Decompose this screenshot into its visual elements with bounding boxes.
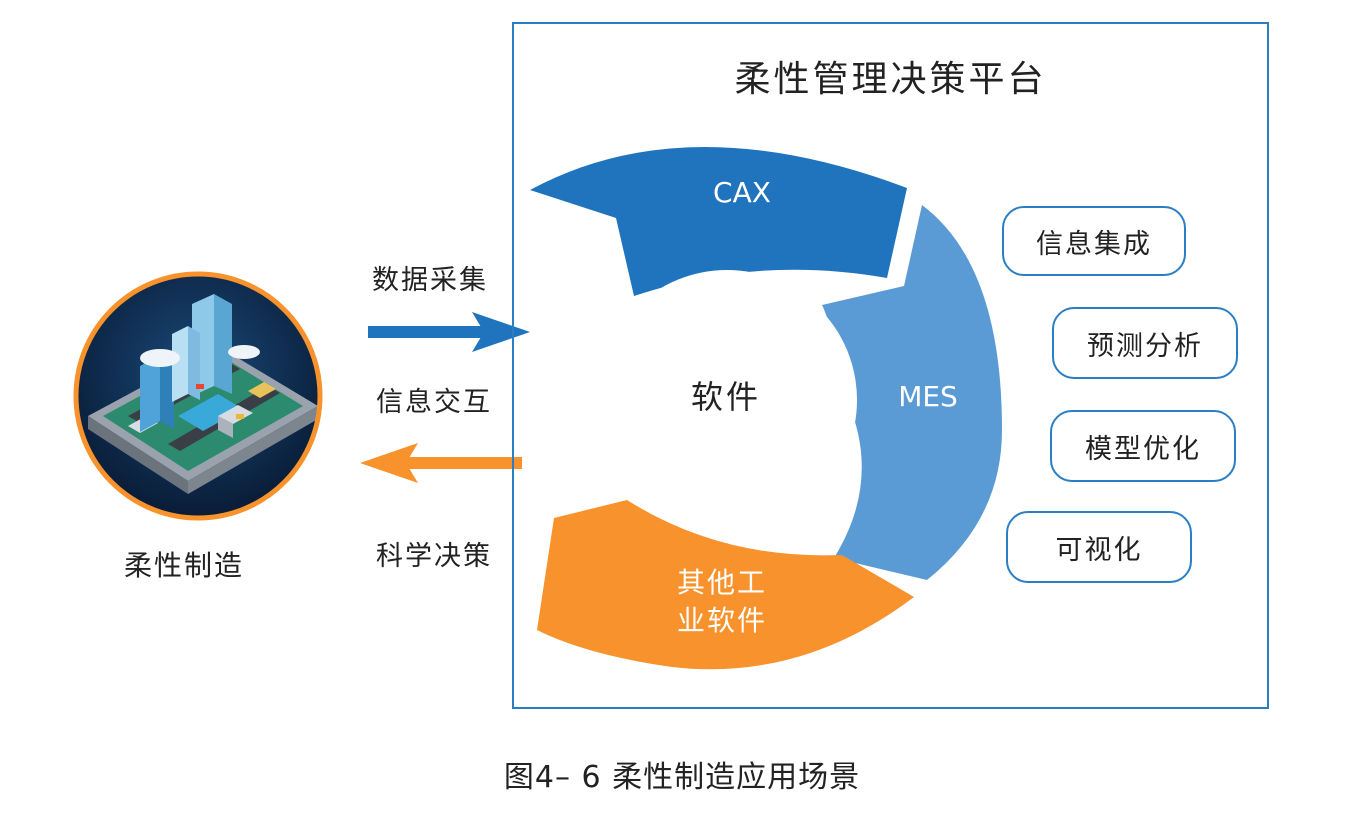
- function-pill-information-integration: 信息集成: [1002, 206, 1186, 276]
- platform-box: [512, 22, 1269, 709]
- data-collection-label: 数据采集: [372, 265, 488, 296]
- function-pill-visualization: 可视化: [1006, 511, 1192, 583]
- other-software-segment: [537, 500, 914, 670]
- platform-title: 柔性管理决策平台: [734, 59, 1047, 100]
- information-interaction-label: 信息交互: [376, 387, 492, 418]
- mes-label: MES: [898, 380, 958, 413]
- flexible-manufacturing-label: 柔性制造: [124, 549, 245, 582]
- function-pill-model-optimization: 模型优化: [1050, 410, 1236, 482]
- cax-label: CAX: [713, 176, 771, 209]
- mes-segment: [822, 205, 1002, 580]
- flexible-manufacturing-illustration: [73, 271, 323, 521]
- right-arrow: [368, 312, 530, 352]
- figure-caption: 图4– 6 柔性制造应用场景: [503, 760, 861, 795]
- software-cycle-diagram: CAX MES 其他工 业软件 软件: [530, 146, 1002, 670]
- other-software-label-line2: 业软件: [677, 604, 767, 637]
- scientific-decision-label: 科学决策: [376, 541, 492, 572]
- left-arrow: [360, 443, 522, 483]
- cax-segment: [530, 146, 907, 296]
- other-software-label-line1: 其他工: [677, 566, 767, 599]
- software-center-label: 软件: [691, 378, 761, 416]
- function-pill-predictive-analysis: 预测分析: [1052, 307, 1238, 379]
